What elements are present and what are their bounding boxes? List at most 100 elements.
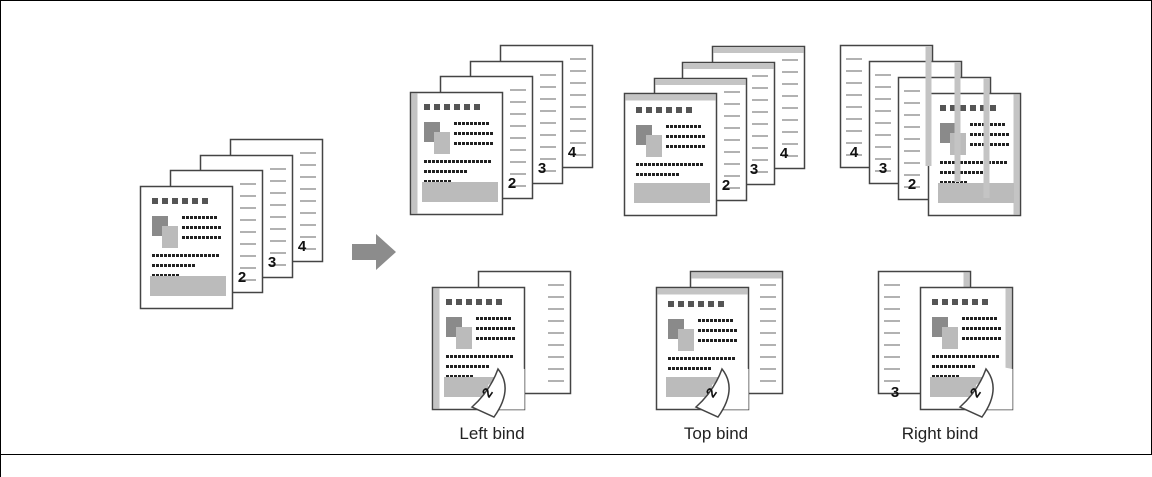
text-dot bbox=[990, 133, 993, 136]
text-dot bbox=[680, 357, 683, 360]
text-dot bbox=[730, 339, 733, 342]
text-dot bbox=[666, 125, 669, 128]
text-dot bbox=[990, 337, 993, 340]
text-dot bbox=[710, 319, 713, 322]
text-dot bbox=[940, 375, 943, 378]
right-stack-page-1 bbox=[927, 92, 1022, 217]
text-dot bbox=[700, 163, 703, 166]
bind-strip bbox=[954, 62, 961, 182]
text-dot bbox=[482, 365, 485, 368]
text-dot bbox=[448, 180, 451, 183]
text-dot bbox=[678, 125, 681, 128]
text-dot bbox=[182, 226, 185, 229]
text-dot bbox=[470, 132, 473, 135]
text-dot bbox=[444, 170, 447, 173]
bind-strip bbox=[713, 47, 804, 53]
text-dot bbox=[194, 226, 197, 229]
text-dot bbox=[694, 135, 697, 138]
text-dot bbox=[964, 171, 967, 174]
text-dot bbox=[734, 339, 737, 342]
text-dot bbox=[466, 365, 469, 368]
text-dot bbox=[458, 365, 461, 368]
text-dot bbox=[700, 357, 703, 360]
arrow-icon bbox=[352, 234, 396, 270]
text-dot bbox=[670, 145, 673, 148]
text-dot bbox=[734, 329, 737, 332]
text-dot bbox=[482, 355, 485, 358]
text-dot bbox=[164, 254, 167, 257]
text-dot bbox=[970, 123, 973, 126]
footer-block bbox=[422, 182, 498, 202]
right-bind-front bbox=[919, 286, 1014, 411]
text-dot bbox=[454, 132, 457, 135]
text-dot bbox=[488, 327, 491, 330]
text-dot bbox=[718, 339, 721, 342]
page-number: 3 bbox=[268, 254, 276, 271]
text-dot bbox=[726, 339, 729, 342]
text-dot bbox=[712, 357, 715, 360]
heading-dot bbox=[676, 107, 682, 113]
text-dot bbox=[492, 327, 495, 330]
text-dot bbox=[1002, 133, 1005, 136]
heading-dot bbox=[688, 301, 694, 307]
text-dot bbox=[640, 163, 643, 166]
text-dot bbox=[484, 160, 487, 163]
text-dot bbox=[470, 375, 473, 378]
text-dot bbox=[676, 173, 679, 176]
text-dot bbox=[690, 125, 693, 128]
page-number: 2 bbox=[722, 177, 730, 194]
text-dot bbox=[676, 367, 679, 370]
bind-strip bbox=[683, 63, 774, 69]
heading-dot bbox=[656, 107, 662, 113]
text-dot bbox=[512, 337, 515, 340]
text-dot bbox=[726, 319, 729, 322]
page-number: 4 bbox=[568, 144, 577, 161]
heading-dot bbox=[678, 301, 684, 307]
text-dot bbox=[698, 329, 701, 332]
text-dot bbox=[970, 317, 973, 320]
bind-strip bbox=[691, 272, 782, 279]
text-dot bbox=[706, 319, 709, 322]
text-dot bbox=[972, 355, 975, 358]
text-dot bbox=[206, 226, 209, 229]
text-dot bbox=[966, 317, 969, 320]
text-dot bbox=[674, 125, 677, 128]
text-dot bbox=[168, 254, 171, 257]
text-dot bbox=[716, 357, 719, 360]
text-dot bbox=[722, 329, 725, 332]
heading-dot bbox=[666, 107, 672, 113]
text-dot bbox=[714, 329, 717, 332]
text-dot bbox=[462, 122, 465, 125]
text-dot bbox=[970, 133, 973, 136]
text-dot bbox=[216, 254, 219, 257]
text-dot bbox=[156, 274, 159, 277]
text-dot bbox=[456, 170, 459, 173]
text-dot bbox=[164, 274, 167, 277]
bind-strip bbox=[411, 93, 418, 214]
text-dot bbox=[718, 319, 721, 322]
text-dot bbox=[660, 173, 663, 176]
text-dot bbox=[476, 337, 479, 340]
heading-dot bbox=[942, 299, 948, 305]
text-dot bbox=[644, 163, 647, 166]
text-dot bbox=[496, 327, 499, 330]
text-dot bbox=[710, 339, 713, 342]
heading-dot bbox=[970, 105, 976, 111]
text-dot bbox=[504, 317, 507, 320]
text-dot bbox=[208, 254, 211, 257]
heading-dot bbox=[950, 105, 956, 111]
heading-dot bbox=[952, 299, 958, 305]
text-dot bbox=[692, 163, 695, 166]
image-block-light bbox=[942, 327, 958, 349]
text-dot bbox=[728, 357, 731, 360]
text-dot bbox=[974, 327, 977, 330]
text-dot bbox=[204, 254, 207, 257]
text-dot bbox=[998, 337, 1001, 340]
text-dot bbox=[160, 264, 163, 267]
text-dot bbox=[484, 337, 487, 340]
text-dot bbox=[940, 181, 943, 184]
text-dot bbox=[432, 170, 435, 173]
text-dot bbox=[160, 254, 163, 257]
text-dot bbox=[470, 355, 473, 358]
bind-strip bbox=[1013, 94, 1020, 215]
